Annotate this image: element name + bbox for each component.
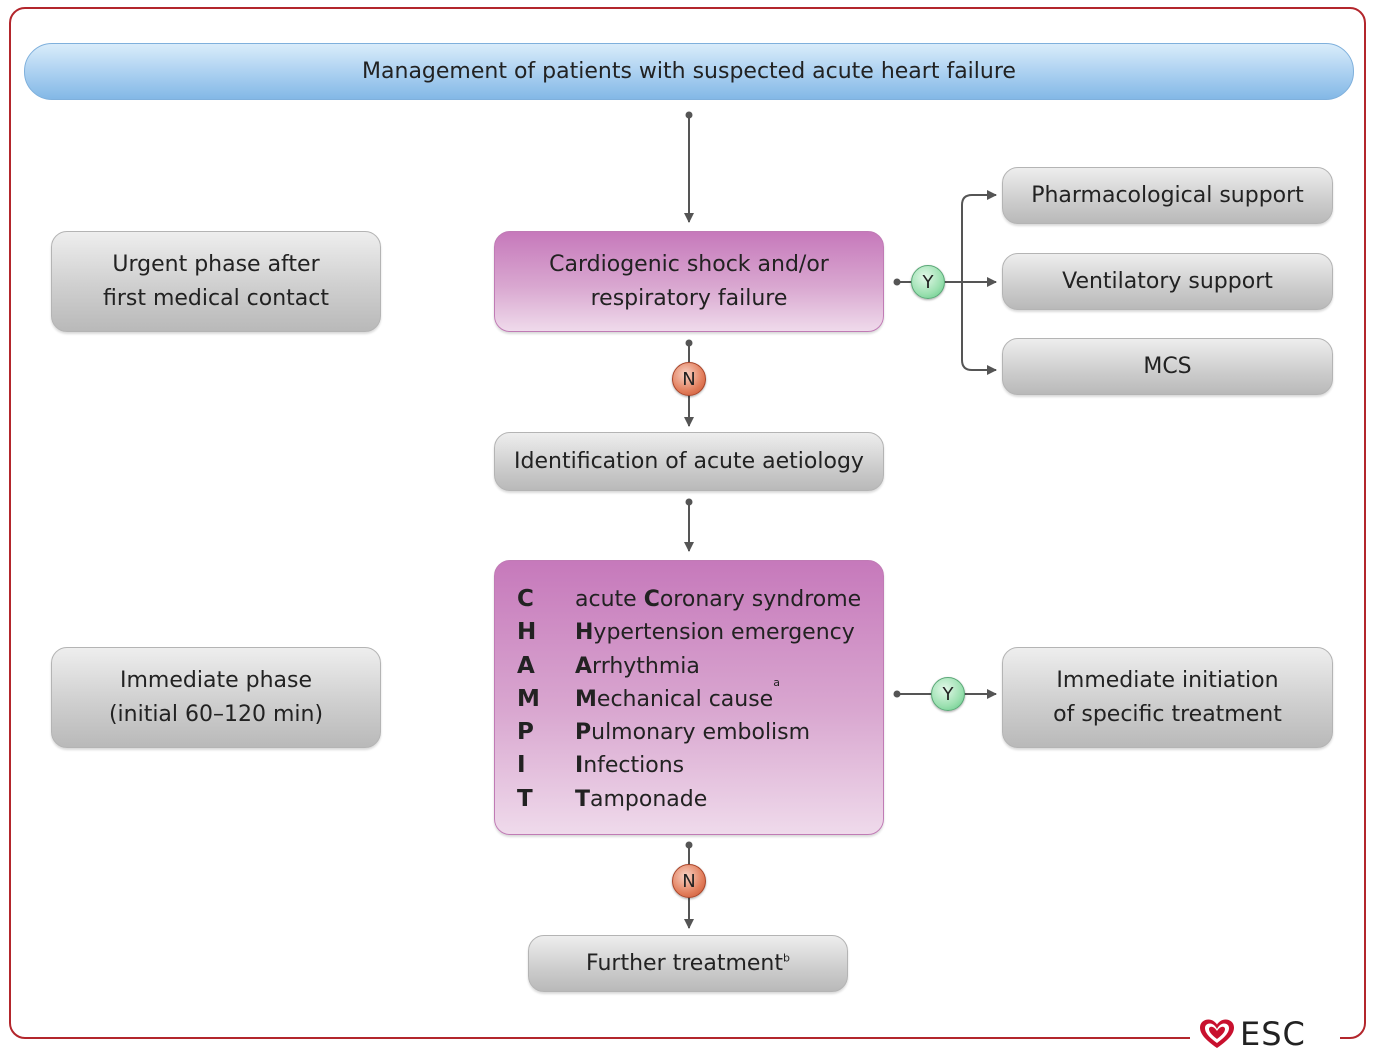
immediate-treatment-line-1: Immediate initiation bbox=[1056, 667, 1279, 693]
pharmacological-support-box: Pharmacological support bbox=[1002, 167, 1333, 224]
urgent-phase-box: Urgent phase after first medical contact bbox=[51, 231, 381, 332]
champit-box bbox=[494, 560, 884, 835]
further-treatment-label: Further treatmentb bbox=[586, 947, 790, 981]
champit-text-bold: I bbox=[575, 753, 584, 779]
champit-text: ypertension emergency bbox=[593, 620, 855, 646]
yes-badge-champit: Y bbox=[931, 677, 965, 711]
further-treatment-box: Further treatmentb bbox=[528, 935, 848, 992]
champit-letter: I bbox=[517, 752, 526, 779]
mcs-box: MCS bbox=[1002, 338, 1333, 395]
esc-logo-text: ESC bbox=[1240, 1015, 1306, 1053]
header-banner: Management of patients with suspected ac… bbox=[24, 43, 1354, 100]
champit-text: echanical cause bbox=[596, 686, 774, 712]
ventilatory-support-label: Ventilatory support bbox=[1062, 268, 1273, 294]
champit-text: rrhythmia bbox=[592, 653, 700, 679]
no-badge-champit: N bbox=[672, 864, 706, 898]
champit-text-bold: A bbox=[575, 653, 593, 679]
footnote-marker-b: b bbox=[782, 951, 790, 965]
branch-mcs bbox=[961, 282, 997, 375]
connector-dot bbox=[685, 498, 693, 506]
champit-letter: M bbox=[517, 685, 540, 712]
connector-dot bbox=[893, 278, 901, 286]
identification-label: Identification of acute aetiology bbox=[514, 448, 864, 474]
shock-line-2: respiratory failure bbox=[590, 285, 788, 311]
champit-text: amponade bbox=[590, 786, 708, 812]
mcs-label: MCS bbox=[1143, 353, 1192, 379]
ventilatory-support-box: Ventilatory support bbox=[1002, 253, 1333, 310]
champit-text-bold: P bbox=[575, 720, 592, 746]
esc-logo: ESC bbox=[1198, 1018, 1306, 1050]
connector-dot bbox=[685, 841, 693, 849]
immediate-phase-line-2: (initial 60–120 min) bbox=[108, 701, 324, 727]
champit-text: nfections bbox=[583, 753, 685, 779]
yes-badge-shock: Y bbox=[911, 265, 945, 299]
pharmacological-support-label: Pharmacological support bbox=[1031, 182, 1304, 208]
champit-text: oronary syndrome bbox=[659, 587, 862, 612]
no-badge-shock: N bbox=[672, 362, 706, 396]
immediate-treatment-line-2: of specific treatment bbox=[1053, 701, 1282, 727]
connector-dot bbox=[685, 339, 693, 347]
connector-dot bbox=[893, 690, 901, 698]
connector-dot bbox=[685, 111, 693, 119]
heart-icon bbox=[1200, 1019, 1234, 1048]
branch-pharmacological bbox=[961, 190, 997, 282]
champit-letter: C bbox=[517, 586, 534, 612]
header-title: Management of patients with suspected ac… bbox=[362, 58, 1016, 84]
champit-text-bold: C bbox=[643, 587, 660, 612]
champit-letter: P bbox=[517, 719, 534, 746]
immediate-phase-box: Immediate phase (initial 60–120 min) bbox=[51, 647, 381, 748]
identification-box: Identification of acute aetiology bbox=[494, 432, 884, 491]
immediate-phase-line-1: Immediate phase bbox=[120, 667, 312, 693]
footnote-marker-a: a bbox=[773, 675, 780, 689]
cardiogenic-shock-box: Cardiogenic shock and/or respiratory fai… bbox=[494, 231, 884, 332]
further-treatment-text: Further treatment bbox=[586, 950, 783, 976]
champit-letter: A bbox=[517, 652, 535, 679]
urgent-phase-line-2: first medical contact bbox=[102, 285, 330, 311]
champit-text-pre: acute bbox=[575, 587, 644, 612]
champit-text: ulmonary embolism bbox=[591, 720, 811, 746]
champit-letter: T bbox=[517, 785, 533, 812]
champit-text-bold: M bbox=[575, 686, 597, 712]
immediate-treatment-box: Immediate initiation of specific treatme… bbox=[1002, 647, 1333, 748]
urgent-phase-line-1: Urgent phase after bbox=[112, 251, 320, 277]
shock-line-1: Cardiogenic shock and/or bbox=[549, 251, 829, 277]
champit-letter: H bbox=[517, 619, 537, 646]
champit-text-bold: H bbox=[575, 620, 594, 646]
diagram-frame bbox=[9, 7, 1366, 1039]
champit-text-bold: T bbox=[575, 786, 591, 812]
